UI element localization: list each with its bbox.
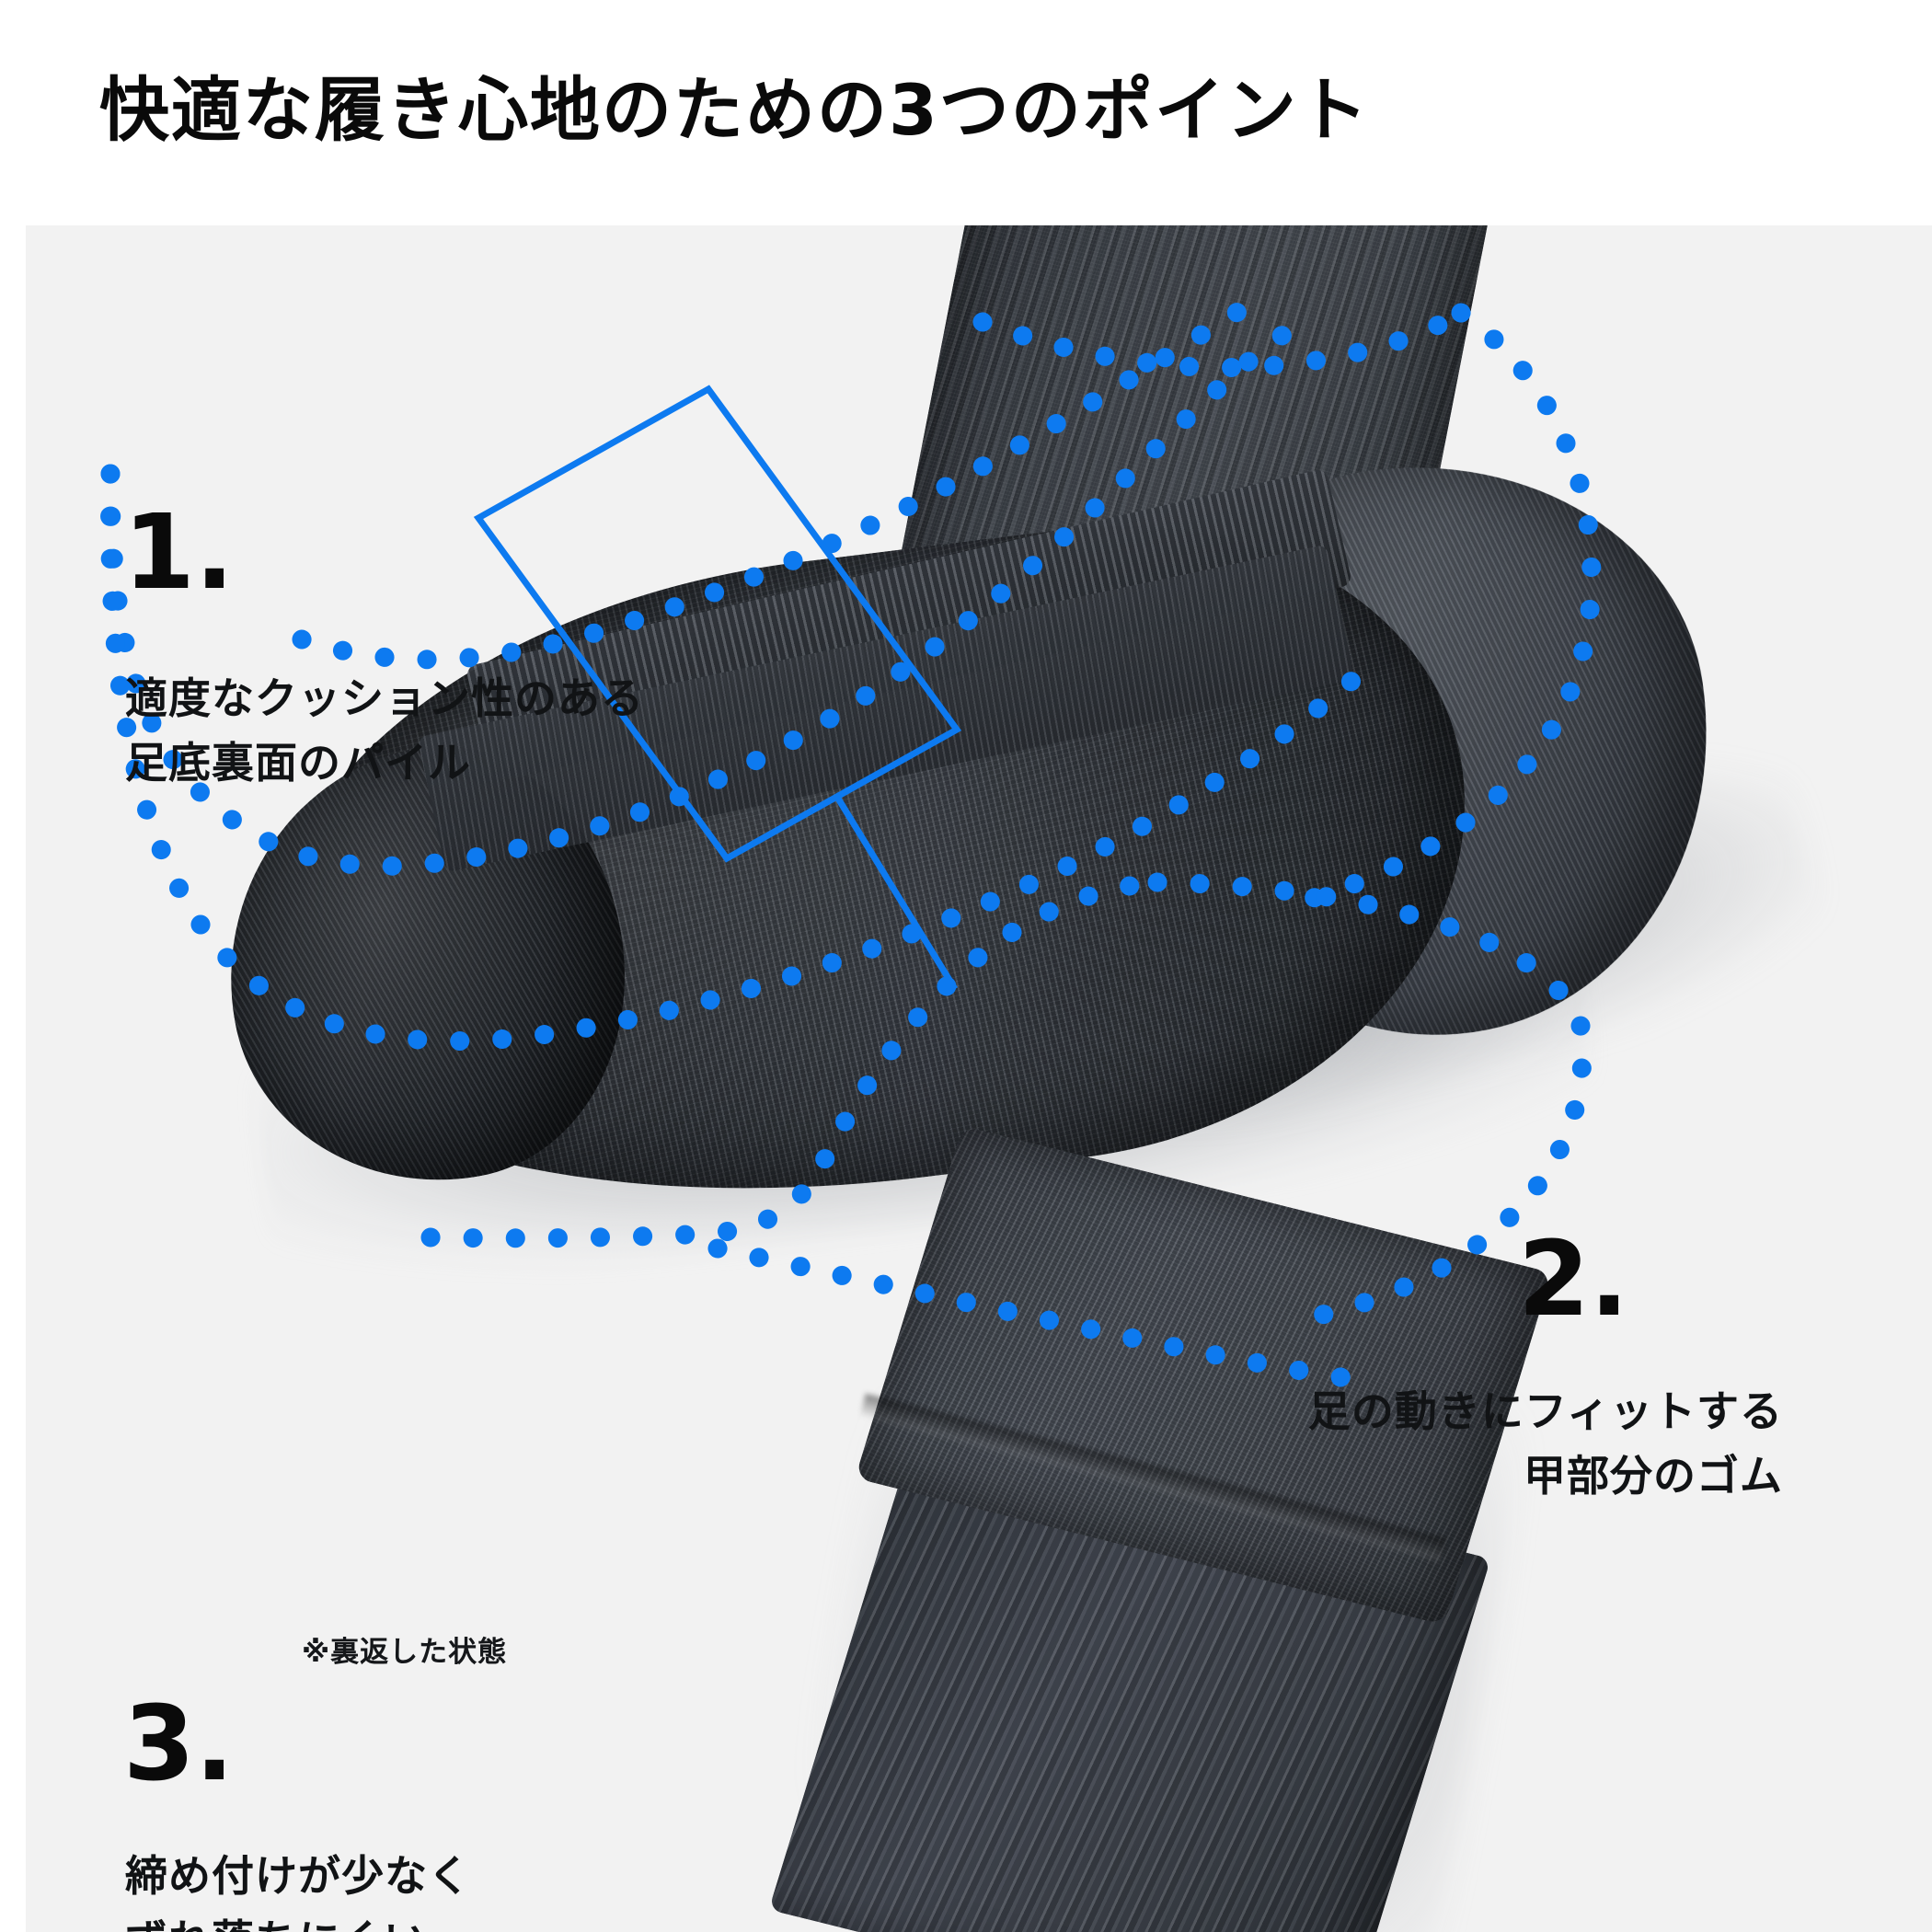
point-3-caption: 締め付けが少なく ずれ落ちにくい 長めの履き口 xyxy=(125,1851,471,1932)
point-1-number: 1. xyxy=(123,493,235,613)
page-title: 快適な履き心地のための3つのポイント xyxy=(99,69,1370,151)
point-3-number: 3. xyxy=(123,1685,235,1804)
inverted-state-note: ※裏返した状態 xyxy=(302,1636,508,1669)
point-1-caption: 適度なクッション性のある 足底裏面のパイル xyxy=(125,673,644,788)
point-2-number: 2. xyxy=(1518,1220,1629,1340)
content-panel: .dotted{ fill:none;stroke:#0d7af0;stroke… xyxy=(26,225,1932,1932)
header-band: 快適な履き心地のための3つのポイント xyxy=(0,0,1932,225)
point-2-caption: 足の動きにフィットする 甲部分のゴム xyxy=(1307,1386,1783,1501)
sock-photo-cuff xyxy=(768,1125,1571,1932)
